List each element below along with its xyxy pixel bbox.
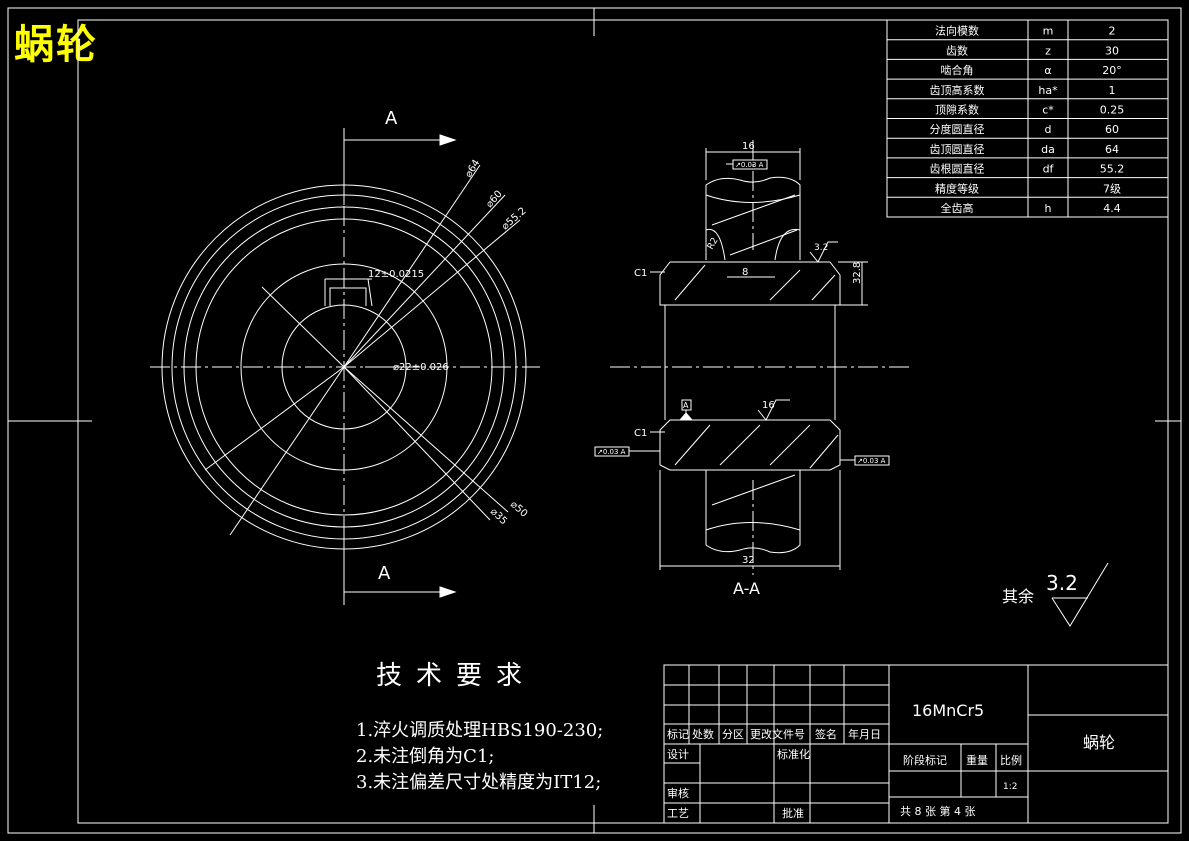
tech-req-item-1: 1.淬火调质处理HBS190-230; [356,720,604,741]
roughness-mid: 16 [762,400,775,411]
param-symbol: df [1043,163,1055,176]
hdr-zone: 分区 [722,728,744,741]
roughness-other-label: 其余 [1002,587,1034,606]
param-symbol: z [1045,44,1051,57]
fcf-top: ↗0.03 A [735,161,764,169]
dim-width16: 16 [742,141,755,152]
title-block [663,664,1169,824]
dim-bore: ⌀22±0.026 [393,362,449,373]
dim-width8: 8 [742,267,748,278]
review-label: 审核 [667,786,689,800]
param-value: 60 [1105,123,1119,136]
chamfer-bottom: C1 [634,428,647,439]
param-name: 齿数 [946,44,968,57]
material: 16MnCr5 [912,701,984,720]
dim-d35: ⌀35 [488,506,509,527]
param-name: 法向模数 [935,24,979,38]
part-name: 蜗轮 [1083,733,1115,752]
param-name: 齿顶圆直径 [930,142,985,156]
fcf-left: ↗0.03 A [597,448,626,456]
hdr-sign: 签名 [815,727,837,741]
dim-d55: ⌀55.2 [500,206,529,233]
section-label-bottom: A [378,563,391,584]
param-value: 7级 [1103,182,1121,195]
param-value: 64 [1105,143,1119,156]
scale-label: 比例 [1000,753,1022,767]
hdr-count: 处数 [692,728,714,741]
param-name: 齿根圆直径 [930,162,985,176]
dim-d64: ⌀64 [463,158,482,180]
standard-label: 标准化 [777,747,810,761]
fcf-right: ↗0.03 A [857,457,886,465]
param-symbol: d [1045,123,1052,136]
param-name: 顶隙系数 [935,103,979,117]
param-name: 齿顶高系数 [930,83,985,97]
stage-label: 阶段标记 [903,753,947,767]
param-symbol: h [1045,202,1052,215]
section-view [594,140,912,575]
param-symbol: da [1041,143,1055,156]
hdr-mark: 标记 [667,727,689,741]
sheet-border [7,7,1182,834]
section-label-top: A [385,108,398,129]
dim-r2: R2 [706,236,721,251]
sheets: 共 8 张 第 4 张 [900,804,975,818]
param-name: 分度圆直径 [930,122,985,136]
frame-border [77,19,1169,824]
param-value: 1 [1109,84,1116,97]
dim-height: 32.8 [852,262,863,284]
datum-a: A [683,401,689,410]
scale-value: 1:2 [1003,782,1017,792]
param-value: 30 [1105,44,1119,57]
param-symbol: m [1043,25,1054,38]
param-symbol: c* [1042,104,1054,117]
roughness-other-value: 3.2 [1046,571,1078,595]
param-name: 全齿高 [941,201,974,215]
front-view [150,128,540,605]
hdr-changedoc: 更改文件号 [750,727,805,741]
hdr-date: 年月日 [848,727,881,741]
roughness-top: 3.2 [814,243,828,253]
approve-label: 批准 [782,806,804,820]
param-symbol: ha* [1038,84,1058,97]
dim-keyway: 12±0.0215 [368,269,424,280]
param-value: 2 [1109,25,1116,38]
param-name: 精度等级 [935,181,979,195]
dim-d60: ⌀60 [484,189,505,210]
tech-req-item-3: 3.未注偏差尺寸处精度为IT12; [356,772,602,793]
process-label: 工艺 [667,807,689,820]
tech-req-title: 技术要求 [376,661,537,691]
param-value: 4.4 [1103,202,1121,215]
param-name: 啮合角 [941,63,974,77]
roughness-other-symbol [1051,562,1109,627]
section-view-label: A-A [733,579,760,598]
design-label: 设计 [667,748,689,761]
dim-d50: ⌀50 [508,499,529,520]
weight-label: 重量 [966,753,988,767]
param-value: 55.2 [1100,163,1125,176]
tech-req-item-2: 2.未注倒角为C1; [356,746,495,767]
param-value: 20° [1102,64,1122,77]
chamfer-top: C1 [634,268,647,279]
dim-width32: 32 [742,555,755,566]
drawing-title: 蜗轮 [14,22,98,68]
param-symbol: α [1044,64,1051,77]
param-value: 0.25 [1100,104,1125,117]
